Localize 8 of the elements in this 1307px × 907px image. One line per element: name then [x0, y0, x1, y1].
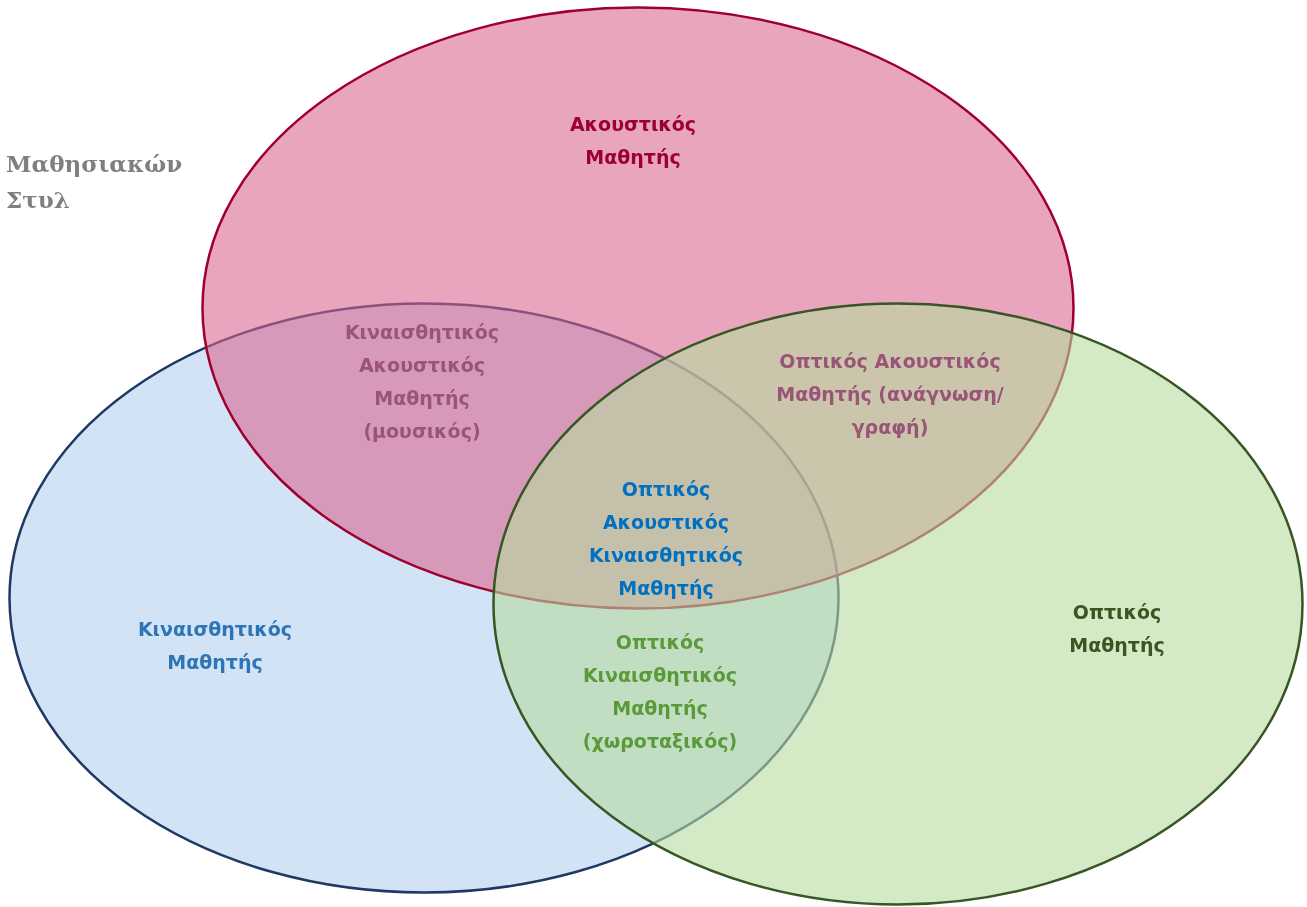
- intersection-label: Οπτικός Ακουστικός Μαθητής (ανάγνωση/γραφή): [775, 349, 1005, 440]
- set-label: Οπτικός Μαθητής: [1068, 600, 1166, 658]
- diagram-title: Μαθησιακών Στυλ: [6, 149, 184, 215]
- intersection-label: Κιναισθητικός Ακουστικός Μαθητής (μουσικός): [343, 320, 501, 444]
- intersection-label: Οπτικός Κιναισθητικός Μαθητής (χωροταξικός): [581, 630, 739, 754]
- set-label: Ακουστικός Μαθητής: [568, 112, 698, 170]
- intersection-label: Οπτικός Ακουστικός Κιναισθητικός Μαθητής: [587, 477, 745, 601]
- set-label: Κιναισθητικός Μαθητής: [136, 617, 294, 675]
